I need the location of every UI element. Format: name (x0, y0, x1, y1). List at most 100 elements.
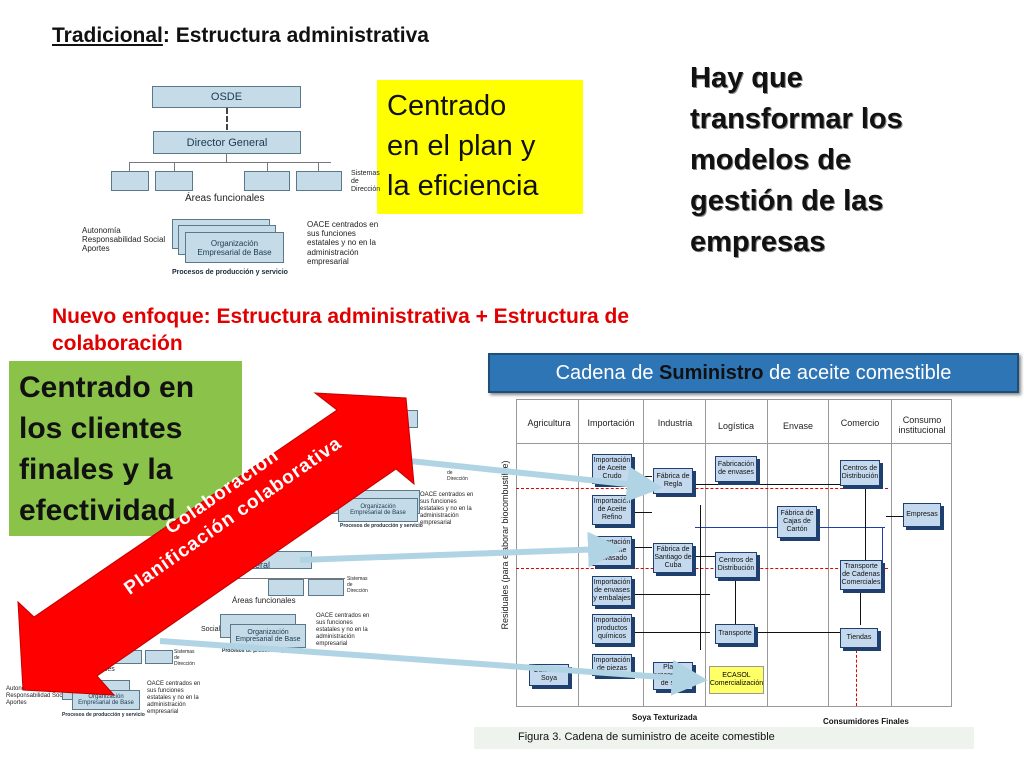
connector (129, 162, 331, 163)
statement-line: empresas (690, 226, 826, 258)
flow-line (757, 632, 857, 633)
tiendas-box: Tiendas (840, 628, 878, 648)
area-box (111, 171, 149, 191)
flow-line (630, 512, 652, 513)
areas-funcionales-label: Áreas funcionales (185, 193, 265, 204)
title-underlined: Tradicional (52, 24, 163, 47)
figure-caption-bar (474, 727, 974, 749)
connector (185, 578, 345, 579)
clients-effectiveness-box: Centrado en los clientes finales y la ef… (9, 361, 242, 536)
consumidores-finales-label: Consumidores Finales (823, 717, 909, 726)
director-general-box: Director General (153, 131, 301, 154)
column-divider (643, 400, 644, 706)
connector (226, 154, 227, 162)
yellow-line: Centrado (387, 90, 507, 122)
arrow-to-fabrica-regla (409, 458, 663, 502)
residual-dashed-line (516, 568, 888, 569)
area-box (244, 171, 290, 191)
flow-line (860, 590, 861, 625)
flow-line (630, 547, 652, 548)
flow-line (886, 516, 906, 517)
col-importacion: Importación (587, 418, 635, 428)
residual-dashed-line (516, 488, 888, 489)
header-row-line (516, 443, 952, 444)
flow-line (630, 594, 710, 595)
new-approach-title: Nuevo enfoque: Estructura administrativa… (52, 305, 630, 355)
osde-box: OSDE (152, 86, 301, 108)
transporte-box: Transporte (715, 624, 755, 644)
supply-chain-banner: Cadena de Suministro de aceite comestibl… (488, 353, 1019, 393)
flow-line (630, 632, 710, 633)
page-title: Tradicional: Estructura administrativa (52, 24, 429, 48)
connector (174, 162, 175, 171)
procesos-label: Procesos de producción y servicio (340, 523, 423, 529)
area-box (296, 171, 342, 191)
empresas-box: Empresas (903, 503, 941, 527)
flow-line (695, 556, 715, 557)
yellow-line: en el plan y (387, 130, 536, 162)
residual-dashed-line (856, 650, 857, 706)
procesos-label: Procesos de producción y servicio (62, 712, 145, 718)
arrow-to-planta (159, 638, 708, 696)
col-industria: Industria (657, 418, 693, 428)
soya-texturizada-label: Soya Texturizada (632, 713, 698, 722)
procesos-label: Procesos de producción y servicio (172, 269, 288, 276)
statement-line: gestión de las (690, 185, 884, 217)
flow-line (865, 485, 866, 565)
area-box (308, 579, 344, 596)
flow-line (735, 580, 736, 625)
col-logistica: Logística (717, 421, 755, 431)
col-comercio: Comercio (840, 418, 880, 428)
title-rest: : Estructura administrativa (162, 24, 429, 47)
plan-efficiency-box: Centrado en el plan y la eficiencia (377, 80, 583, 214)
figure-caption: Figura 3. Cadena de suministro de aceite… (518, 731, 775, 743)
column-divider (891, 400, 892, 706)
yellow-line: la eficiencia (387, 170, 539, 202)
column-divider (578, 400, 579, 706)
dashed-connector (226, 108, 228, 130)
connector (318, 162, 319, 171)
arrow-to-fabrica-santiago (299, 531, 624, 568)
area-box (268, 579, 304, 596)
transform-statement: Hay que transformar los modelos de gesti… (690, 58, 903, 263)
column-divider (767, 400, 768, 706)
area-box (145, 650, 173, 664)
column-divider (828, 400, 829, 706)
statement-line: transformar los (690, 103, 903, 135)
col-envase: Envase (782, 421, 814, 431)
red-arrow-shape (17, 392, 415, 696)
statement-line: Hay que (690, 62, 803, 94)
social-label: Social (201, 626, 221, 633)
area-box (155, 171, 193, 191)
flow-line (882, 527, 883, 567)
flow-line (695, 484, 845, 485)
connector (267, 162, 268, 171)
column-divider (705, 400, 706, 706)
col-agricultura: Agricultura (527, 418, 571, 428)
flow-line (700, 505, 701, 650)
areas-funcionales-label: Áreas funcionales (232, 596, 296, 605)
